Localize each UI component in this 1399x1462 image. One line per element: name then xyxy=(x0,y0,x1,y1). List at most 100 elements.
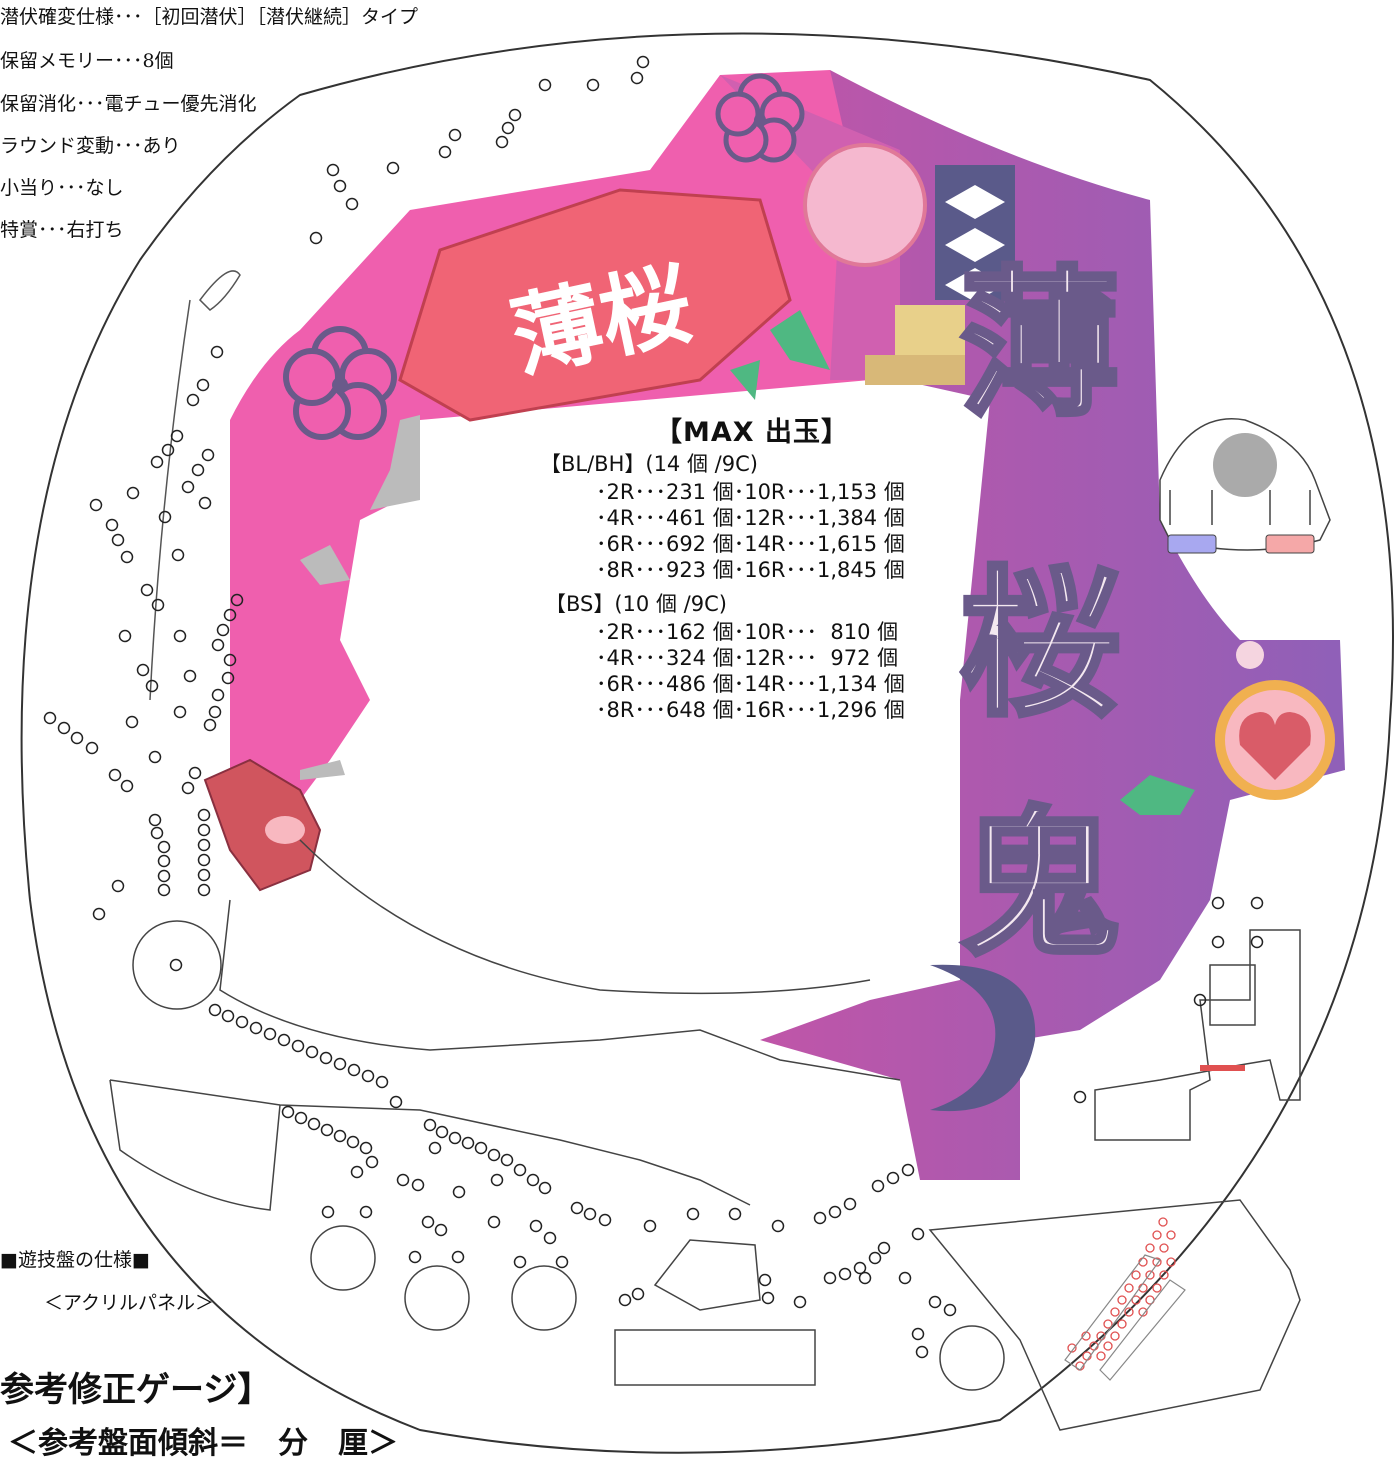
nail-pin xyxy=(435,1125,449,1139)
nail-pin xyxy=(728,1207,742,1221)
red-pin xyxy=(1138,1307,1148,1317)
logo-banner xyxy=(398,188,792,422)
nail-pin xyxy=(208,1003,222,1017)
red-pin xyxy=(1103,1319,1113,1329)
nail-pin xyxy=(181,781,195,795)
board-outline xyxy=(20,32,1394,1454)
nail-pin xyxy=(85,741,99,755)
nail-pin xyxy=(210,345,224,359)
nail-pin xyxy=(197,883,211,897)
nail-pin xyxy=(108,768,122,782)
nail-pin xyxy=(361,1069,375,1083)
crescent-moon-icon xyxy=(930,964,1036,1112)
red-pin xyxy=(1159,1243,1169,1253)
nail-pin xyxy=(211,688,225,702)
nail-pin xyxy=(423,1118,437,1132)
nail-pin xyxy=(396,1173,410,1187)
nail-pin xyxy=(911,1227,925,1241)
title-kanji: 鬼 xyxy=(960,790,1120,978)
nail-pin xyxy=(793,1295,807,1309)
nail-pin xyxy=(125,715,139,729)
bs-heading: 【BS】(10 個 /9C) xyxy=(545,592,727,616)
nail-pin xyxy=(408,1250,422,1264)
bl-row: ･2R･･･231 個･10R･･･1,153 個 xyxy=(596,480,905,504)
nail-pin xyxy=(434,1223,448,1237)
nail-pin xyxy=(57,721,71,735)
nail-pin xyxy=(538,78,552,92)
red-pin xyxy=(1166,1257,1176,1267)
nail-pin xyxy=(136,663,150,677)
right-bottom-module xyxy=(1094,929,1301,1141)
nail-pin xyxy=(148,813,162,827)
nail-pin xyxy=(1193,993,1207,1007)
nail-pin xyxy=(307,1117,321,1131)
nail-pin xyxy=(196,378,210,392)
nail-pin xyxy=(120,779,134,793)
max-title: 【MAX 出玉】 xyxy=(655,417,849,448)
nail-pin xyxy=(126,486,140,500)
nail-pin xyxy=(901,1163,915,1177)
nail-pin xyxy=(346,1135,360,1149)
nail-pin xyxy=(943,1303,957,1317)
spec-line: 特賞･･･右打ち xyxy=(0,219,124,241)
nail-pin xyxy=(452,1185,466,1199)
nail-pin xyxy=(375,1075,389,1089)
red-pin xyxy=(1110,1307,1120,1317)
nail-pin xyxy=(474,1141,488,1155)
nail-pin xyxy=(211,638,225,652)
spec-line: 小当り･･･なし xyxy=(0,177,124,199)
nail-pin xyxy=(230,593,244,607)
green-leaf xyxy=(1120,775,1195,815)
nail-pin xyxy=(173,629,187,643)
nail-pin xyxy=(761,1291,775,1305)
nail-pin xyxy=(92,907,106,921)
nail-pin xyxy=(868,1251,882,1265)
pocket-circle xyxy=(310,1225,376,1291)
nail-pin xyxy=(853,1261,867,1275)
red-pin xyxy=(1117,1295,1127,1305)
nail-pin xyxy=(438,145,452,159)
nail-pin xyxy=(186,393,200,407)
red-pin xyxy=(1096,1351,1106,1361)
sakura-flower-icon xyxy=(283,326,397,440)
nail-pin xyxy=(158,510,172,524)
nail-pin xyxy=(411,1178,425,1192)
nail-pin xyxy=(333,1129,347,1143)
nail-pin xyxy=(89,498,103,512)
nail-pin xyxy=(526,1173,540,1187)
nail-pin xyxy=(197,853,211,867)
nail-pin xyxy=(428,1141,442,1155)
nail-pin xyxy=(235,1015,249,1029)
red-pin xyxy=(1131,1270,1141,1280)
pink-orb xyxy=(803,143,927,267)
red-pin xyxy=(1124,1307,1134,1317)
nail-pin xyxy=(171,548,185,562)
gauge-title: 参考修正ゲージ】 xyxy=(0,1370,272,1410)
nail-pin xyxy=(490,1173,504,1187)
nail-pin xyxy=(333,1057,347,1071)
nail-pin xyxy=(365,1155,379,1169)
nail-pin xyxy=(529,1219,543,1233)
nail-pin xyxy=(1073,1090,1087,1104)
red-pin xyxy=(1158,1217,1168,1227)
attacker-box xyxy=(614,1329,816,1386)
nail-pin xyxy=(513,1255,527,1269)
nail-pin xyxy=(161,443,175,457)
red-pin xyxy=(1110,1331,1120,1341)
nail-pin xyxy=(1211,896,1225,910)
nail-pin xyxy=(197,868,211,882)
nail-pin xyxy=(583,1207,597,1221)
nail-pin xyxy=(150,455,164,469)
red-pin xyxy=(1152,1283,1162,1293)
nail-pin xyxy=(758,1273,772,1287)
nail-pin xyxy=(500,1153,514,1167)
nail-pin xyxy=(333,179,347,193)
nail-pin xyxy=(277,1033,291,1047)
nail-pin xyxy=(915,1345,929,1359)
nail-pin xyxy=(216,623,230,637)
nail-pin xyxy=(598,1213,612,1227)
red-ornament xyxy=(203,758,322,892)
nail-pin xyxy=(350,1165,364,1179)
nail-pin xyxy=(151,598,165,612)
nail-pin xyxy=(448,128,462,142)
